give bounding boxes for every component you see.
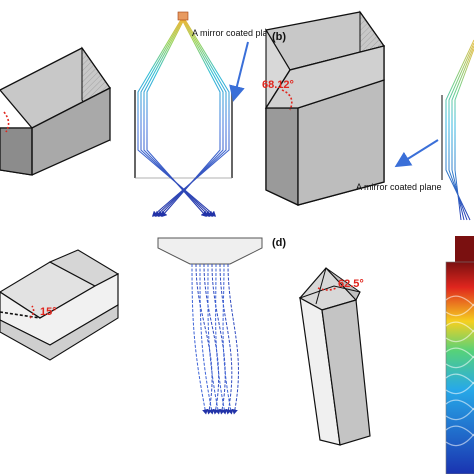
panel-a-prism xyxy=(0,46,111,176)
panel-d-prism: 62.5° (d) xyxy=(272,237,371,446)
heat-wave xyxy=(445,407,474,421)
panel-label-d: (d) xyxy=(272,237,286,249)
ray-a xyxy=(161,17,221,218)
angle-label-b: 68.12° xyxy=(262,79,294,91)
ray-b xyxy=(448,42,474,221)
heat-wave xyxy=(445,321,474,333)
panel-a-ray-diagram: A mirror coated plane xyxy=(134,11,278,218)
panel-b-ray-diagram: A mirror coated plane xyxy=(356,39,474,221)
ray-c xyxy=(215,263,228,415)
heat-wave xyxy=(445,303,474,317)
angle-arc-c xyxy=(29,305,35,319)
mirror-arrow-b xyxy=(394,139,439,168)
mirror-label-a: A mirror coated plane xyxy=(192,28,278,38)
heat-wave xyxy=(445,381,474,395)
heat-wave xyxy=(445,347,474,359)
ray-c xyxy=(219,263,233,415)
heat-wave xyxy=(445,355,474,369)
panel-c-prism: 15° xyxy=(0,249,120,361)
ray-c xyxy=(211,263,226,415)
angle-arc-d xyxy=(317,287,337,291)
ray-a xyxy=(146,17,207,218)
angle-label-d: 62.5° xyxy=(338,278,364,290)
ray-c xyxy=(222,263,234,415)
ray-c xyxy=(227,263,239,415)
source-a xyxy=(177,11,189,21)
heat-wave xyxy=(445,373,474,385)
panel-label-b: (b) xyxy=(272,31,286,43)
mirror-arrow-a xyxy=(229,41,249,102)
angle-arc-b xyxy=(281,89,293,111)
angle-label-c: 15° xyxy=(40,306,57,318)
mirror-label-b: A mirror coated plane xyxy=(356,182,442,192)
panel-b-prism: 68.12° (b) xyxy=(262,10,386,207)
ray-b xyxy=(445,39,474,221)
heat-wave xyxy=(445,399,474,411)
ray-c xyxy=(207,263,221,415)
ray-c xyxy=(199,263,215,415)
heat-wave xyxy=(445,425,474,437)
ray-c xyxy=(195,263,213,415)
panel-d-heatmap xyxy=(445,236,474,474)
panel-c-ray-diagram xyxy=(157,237,263,415)
ray-a xyxy=(151,17,230,217)
ray-b xyxy=(454,48,474,221)
ray-c xyxy=(203,263,220,415)
heat-wave xyxy=(445,329,474,343)
angle-arc-a xyxy=(3,111,10,133)
heat-wave xyxy=(445,433,474,447)
ray-c xyxy=(191,263,209,415)
heat-wave xyxy=(445,295,474,307)
